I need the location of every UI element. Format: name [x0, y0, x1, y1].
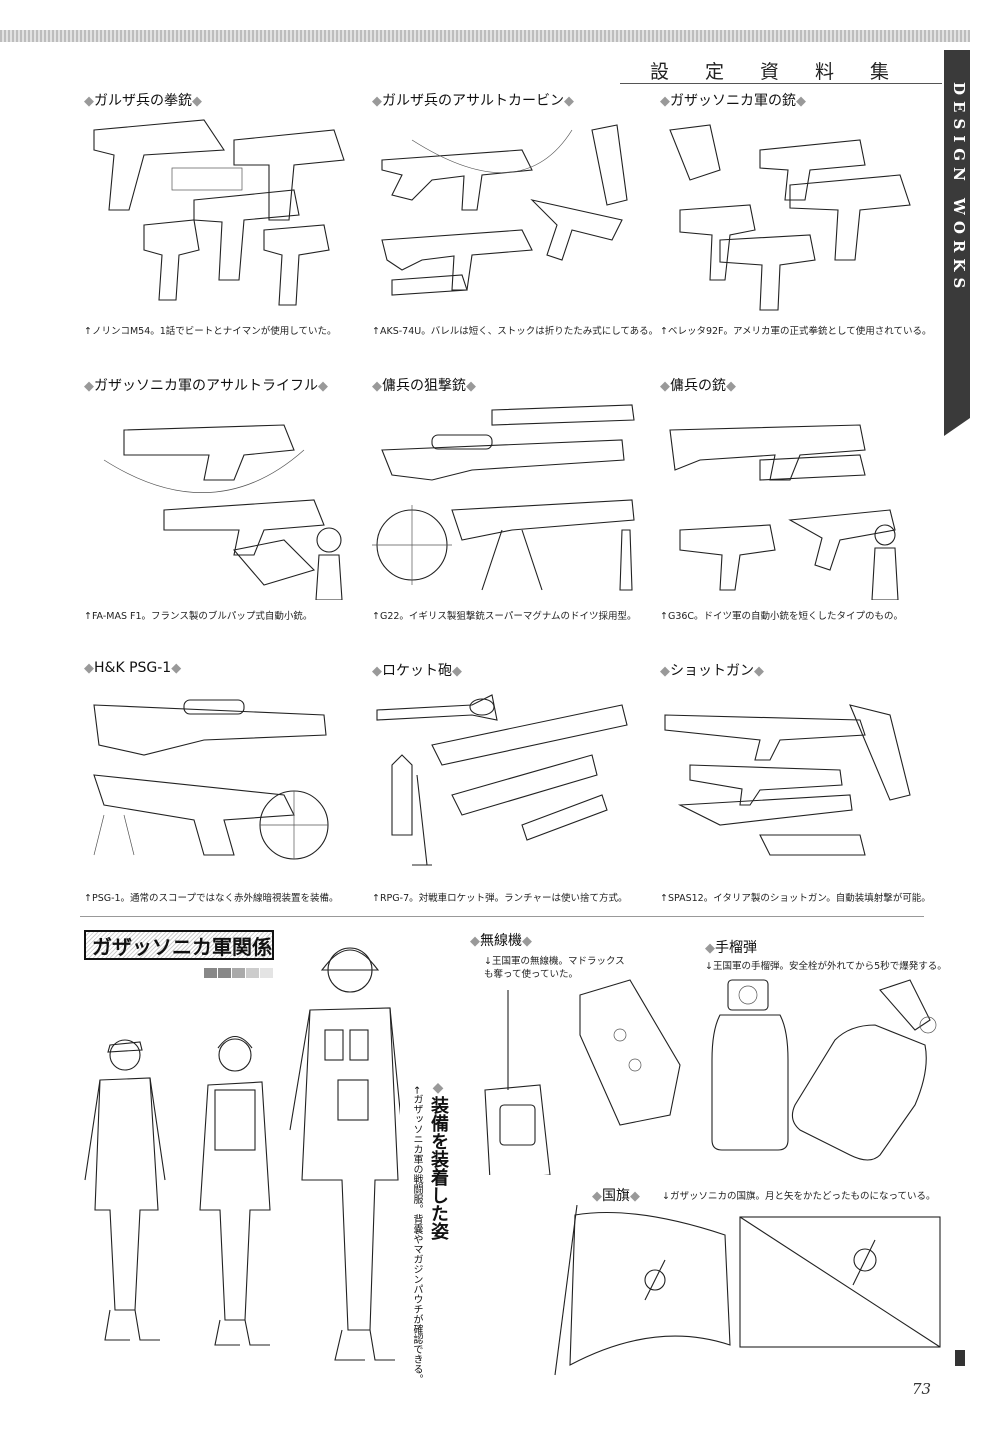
cell-title-9: ◆ショットガン◆ — [660, 663, 764, 679]
grenade-title: ◆手榴弾 — [705, 940, 757, 956]
page-number: 73 — [912, 1380, 932, 1398]
caption-9: ↑SPAS12。イタリア製のショットガン。自動装填射撃が可能。 — [660, 893, 931, 904]
flag-caption: ↓ガザッソニカの国旗。月と矢をかたどったものになっている。 — [662, 1191, 936, 1202]
header-rule — [620, 83, 942, 84]
cell-title-7: ◆H&K PSG-1◆ — [84, 660, 182, 676]
radio-sketches — [484, 979, 681, 1175]
psg1-sketches — [93, 699, 329, 860]
side-tab-label: DESIGN WORKS — [950, 82, 968, 295]
spas12-sketches — [664, 704, 911, 856]
section-title: ガザッソニカ軍関係 — [84, 930, 274, 960]
cell-title-1: ◆ガルザ兵の拳銃◆ — [84, 93, 202, 109]
radio-caption-line1: ↓王国軍の無線機。マドラックス — [484, 956, 625, 967]
cell-title-8: ◆ロケット砲◆ — [372, 663, 462, 679]
section-bar — [204, 968, 273, 978]
rpg7-sketches — [376, 694, 628, 866]
caption-6: ↑G36C。ドイツ軍の自動小銃を短くしたタイプのもの。 — [660, 611, 904, 622]
caption-2: ↑AKS-74U。バレルは短く、ストックは折りたたみ式にしてある。 — [372, 326, 659, 337]
famas-sketches — [103, 424, 343, 600]
caption-1: ↑ノリンコM54。1話でビートとナイマンが使用していた。 — [84, 326, 337, 337]
caption-8: ↑RPG-7。対戦車ロケット弾。ランチャーは使い捨て方式。 — [372, 893, 628, 904]
grenade-caption: ↓王国軍の手榴弾。安全栓が外れてから5秒で爆発する。 — [705, 961, 947, 972]
grenade-sketches — [711, 979, 937, 1161]
caption-4: ↑FA-MAS F1。フランス製のブルパップ式自動小銃。 — [84, 611, 313, 622]
page-header-title: 設定資料集 — [650, 61, 926, 83]
caption-3: ↑ベレッタ92F。アメリカ軍の正式拳銃として使用されている。 — [660, 326, 932, 337]
flag-title: ◆国旗◆ — [592, 1188, 640, 1204]
section-divider — [80, 916, 924, 917]
g36c-sketches — [669, 424, 899, 600]
cell-title-6: ◆傭兵の銃◆ — [660, 378, 736, 394]
flag-sketches — [554, 1205, 941, 1376]
caption-5: ↑G22。イギリス製狙撃銃スーパーマグナムのドイツ採用型。 — [372, 611, 637, 622]
sniper-rifle-sketches — [372, 404, 635, 591]
cell-title-3: ◆ガザッソニカ軍の銃◆ — [660, 93, 806, 109]
carbine-sketches — [381, 124, 628, 296]
cell-title-2: ◆ガルザ兵のアサルトカービン◆ — [372, 93, 574, 109]
soldier-figures — [84, 947, 400, 1361]
side-tab — [944, 50, 970, 436]
equipment-heading: ◆装備を装着した姿 — [428, 1080, 449, 1240]
radio-title: ◆無線機◆ — [470, 933, 532, 949]
pistol-sketches — [93, 119, 345, 306]
equipment-caption: ←ガザッソニカ軍の戦闘服。背嚢やマガジンパウチが確認できる。 — [411, 1086, 422, 1385]
cell-title-4: ◆ガザッソニカ軍のアサルトライフル◆ — [84, 378, 328, 394]
cell-title-5: ◆傭兵の狙撃銃◆ — [372, 378, 476, 394]
corner-mark — [955, 1350, 965, 1366]
beretta-sketches — [669, 124, 911, 311]
top-band — [0, 30, 970, 42]
radio-caption-line2: も奪って使っていた。 — [484, 969, 579, 980]
caption-7: ↑PSG-1。通常のスコープではなく赤外線暗視装置を装備。 — [84, 893, 339, 904]
